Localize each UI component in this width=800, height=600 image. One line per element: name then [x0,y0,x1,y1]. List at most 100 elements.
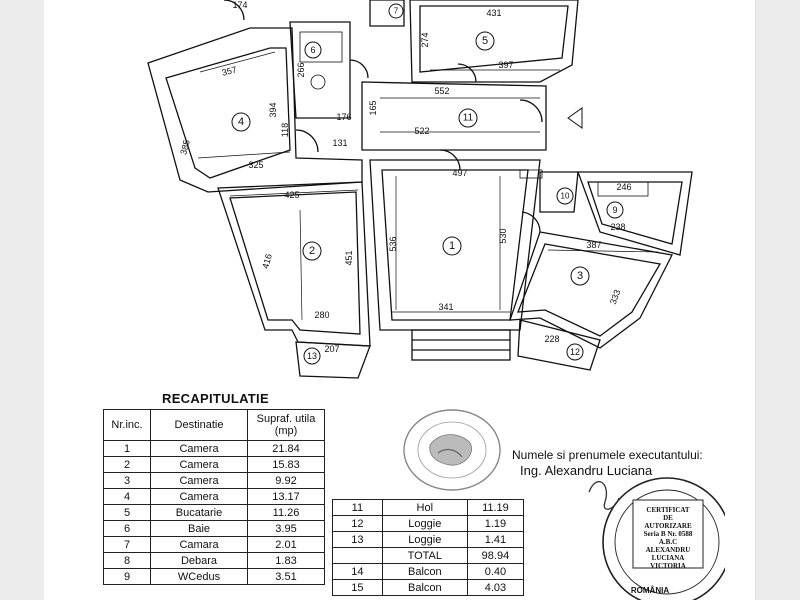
dimension-label: 280 [314,310,329,320]
cell-area: 13.17 [247,488,325,505]
executant-name: Ing. Alexandru Luciana [520,463,653,478]
dimension-label: 431 [486,8,501,18]
cert-line: LUCIANA [651,554,685,562]
cell-nr: 8 [103,552,151,569]
cadastre-seal-stamp [403,409,501,491]
cell-nr: 3 [103,472,151,489]
dimension-label: 385 [178,139,192,156]
certificate-country: ROMÂNIA [630,586,670,595]
table-header-row: Nr.inc. Destinatie Supraf. utila (mp) [103,409,325,441]
dimension-label: 274 [420,32,430,47]
dimension-label: 341 [438,302,453,312]
room-number: 13 [307,351,317,361]
cell-dest: Baie [150,520,248,537]
cell-area: 21.84 [247,440,325,457]
dimension-label: 530 [498,228,508,243]
dimension-label: 228 [544,334,559,344]
dimension-label: 131 [332,138,347,148]
room-2-inner [229,191,361,335]
header-destinatie: Destinatie [150,409,248,441]
room-number: 9 [612,205,617,215]
cell-area: 11.26 [247,504,325,521]
entry-steps [411,329,511,361]
cell-dest: WCedus [150,568,248,585]
dimension-label: 165 [368,100,378,115]
room-number: 11 [463,113,474,124]
cell-dest: Hol [381,499,468,516]
cell-nr: 5 [103,504,151,521]
cell-dest: Camera [150,440,248,457]
cell-area: 0.40 [466,563,525,580]
dimension-label: 238 [610,222,625,232]
dimension-label: 357 [221,64,238,77]
dimension-label: 497 [452,168,467,178]
room-9-outline [577,171,693,256]
dimension-label: 387 [586,240,601,250]
cell-area: 15.83 [247,456,325,473]
dimension-label: 246 [616,182,631,192]
cert-line: VICTORIA [650,562,686,570]
header-nr: Nr.inc. [103,409,151,441]
room-10-outline [539,171,579,213]
cell-area: 3.95 [247,520,325,537]
cell-nr: 9 [103,568,151,585]
cell-dest: Debara [150,552,248,569]
recap-title: RECAPITULATIE [162,391,269,406]
room-13-outline [295,341,371,379]
room-3-outline [509,231,673,349]
cell-dest: Balcon [381,579,468,596]
cell-dest: Camara [150,536,248,553]
room-number: 2 [309,245,315,257]
cell-dest: Camera [150,488,248,505]
dimension-label: 416 [260,253,274,270]
room-number: 7 [394,7,399,16]
right-margin [755,0,800,600]
cert-line: CERTIFICAT [646,506,690,514]
cell-area: 3.51 [247,568,325,585]
cell-dest: Balcon [381,563,468,580]
cert-line: ALEXANDRU [645,546,691,554]
cell-nr [332,547,383,564]
cell-nr: 11 [332,499,383,516]
cert-line: DE [663,514,673,522]
header-suprafata: Supraf. utila (mp) [247,409,325,441]
cell-dest: Camera [150,456,248,473]
cell-nr: 2 [103,456,151,473]
dimension-label: 397 [498,60,513,70]
dimension-label: 266 [296,62,306,77]
dimension-label: 118 [280,123,290,137]
certificate-text: CERTIFICAT DE AUTORIZARE Seria B Nr. 058… [636,506,700,570]
executant-block: Numele si prenumele executantului: Ing. … [512,448,703,478]
room-number: 4 [238,116,244,128]
dimension-label: 333 [608,288,623,306]
cell-area: 1.41 [466,531,525,548]
dimension-label: 325 [248,160,263,170]
room-number: 3 [577,270,583,282]
cell-nr: 4 [103,488,151,505]
cell-area: 9.92 [247,472,325,489]
cell-dest: Bucatarie [150,504,248,521]
authorization-certificate-stamp [588,477,725,600]
cell-dest: Camera [150,472,248,489]
dimension-label: 176 [336,112,351,122]
room-5-outline [409,0,579,83]
cert-line: AUTORIZARE [644,522,692,530]
room-number: 10 [561,192,570,201]
cell-nr: 14 [332,563,383,580]
room-number: 1 [449,240,455,252]
